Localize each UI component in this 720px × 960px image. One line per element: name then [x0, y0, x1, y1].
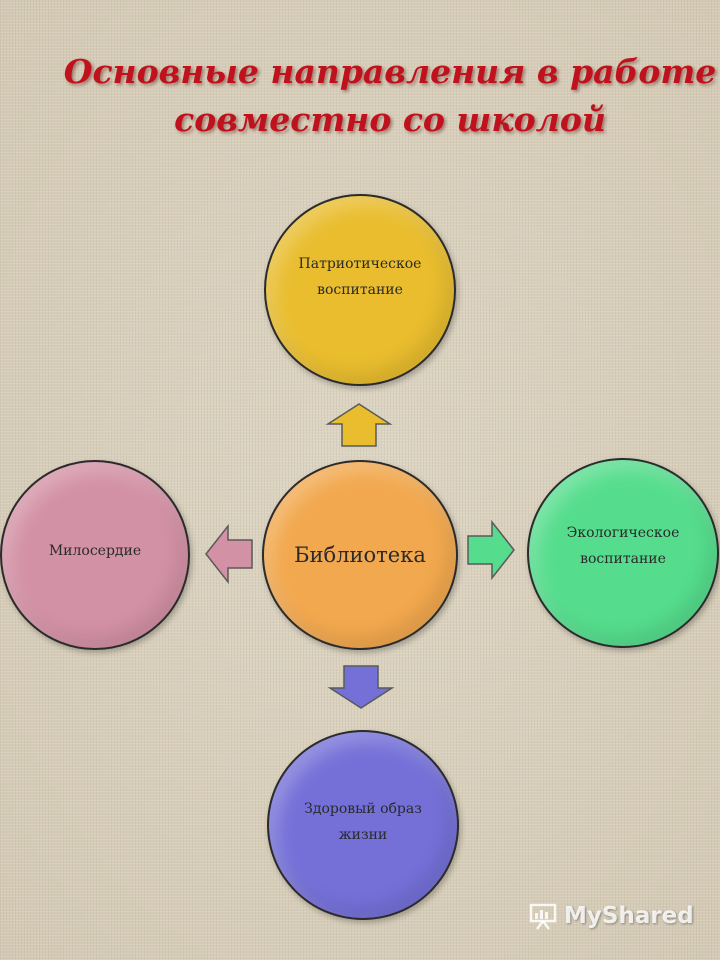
node-label: Патриотическое воспитание [298, 256, 422, 298]
arrow-up-icon [325, 403, 393, 447]
node-mercy: Милосердие [0, 460, 190, 650]
arrow-down-icon [327, 665, 395, 709]
myshared-watermark: MyShared [528, 896, 698, 936]
node-library: Библиотека [262, 460, 458, 650]
node-ecological-education: Экологическое воспитание [527, 458, 719, 648]
presentation-board-icon [529, 903, 557, 930]
arrow-right-icon [467, 519, 515, 581]
node-label: Библиотека [294, 543, 426, 567]
node-label: Милосердие [48, 543, 142, 559]
watermark-text: MyShared [564, 903, 694, 929]
title-line-2: совместно со школой [174, 100, 606, 139]
node-label: Здоровый образ жизни [304, 801, 422, 843]
node-label: Экологическое воспитание [566, 525, 680, 567]
arrow-left-icon [205, 523, 253, 585]
slide-title: Основные направления в работе совместно … [60, 48, 720, 144]
title-line-1: Основные направления в работе [63, 52, 717, 91]
node-healthy-lifestyle: Здоровый образ жизни [267, 730, 459, 920]
node-patriotic-education: Патриотическое воспитание [264, 194, 456, 386]
